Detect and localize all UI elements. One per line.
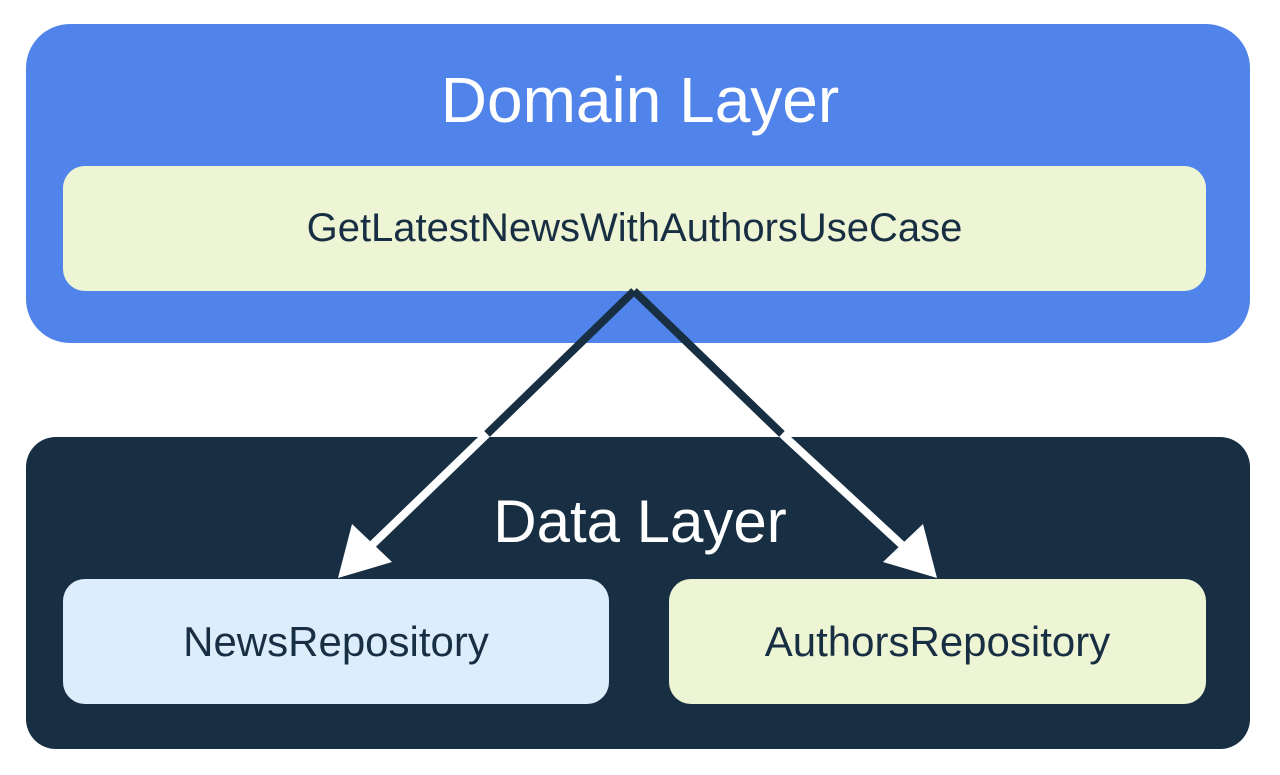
domain-layer-title: Domain Layer (440, 64, 840, 136)
news-repository-box: NewsRepository (63, 579, 609, 704)
use-case-box: GetLatestNewsWithAuthorsUseCase (63, 166, 1206, 291)
data-layer-title: Data Layer (493, 488, 787, 555)
authors-repository-box: AuthorsRepository (669, 579, 1206, 704)
